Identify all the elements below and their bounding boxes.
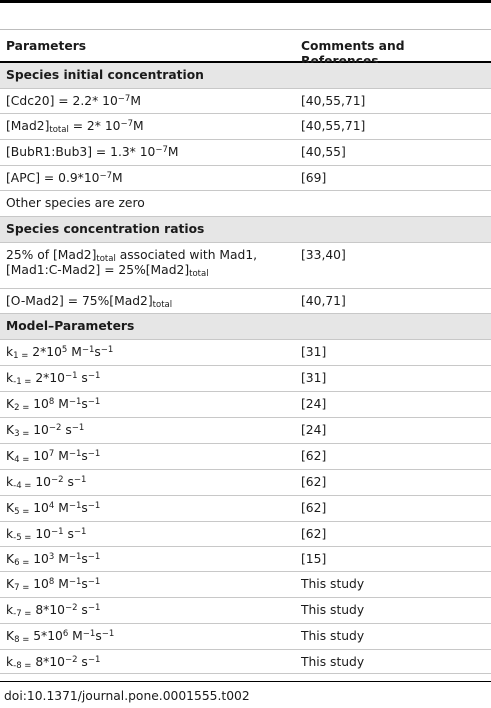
section-title: Species concentration ratios [6,222,205,236]
table-row: k-1 = 2*10−1 s−1 [31] [0,366,491,392]
parameter-cell: k-4 = 10−2 s−1 [6,475,87,491]
table-row: [APC] = 0.9*10−7M [69] [0,166,491,191]
section-row-concentration-ratios: Species concentration ratios [0,217,491,243]
parameter-cell: K7 = 108 M−1s−1 [6,577,101,593]
parameter-cell: k-8 = 8*10−2 s−1 [6,655,101,671]
section-title: Model–Parameters [6,319,135,333]
parameter-cell: [BubR1:Bub3] = 1.3* 10−7M [6,145,179,159]
parameter-cell: K6 = 103 M−1s−1 [6,552,101,568]
section-title: Species initial concentration [6,68,204,82]
top-rule [0,0,491,3]
reference-cell: [40,55] [301,145,346,159]
parameter-cell: Other species are zero [6,196,145,210]
parameter-cell: k-7 = 8*10−2 s−1 [6,603,101,619]
section-row-model-parameters: Model–Parameters [0,314,491,340]
table-row: k-4 = 10−2 s−1 [62] [0,470,491,496]
reference-cell: This study [301,655,365,669]
parameter-cell: K5 = 104 M−1s−1 [6,501,101,517]
reference-cell: [69] [301,171,327,185]
reference-cell: [40,71] [301,294,346,308]
reference-cell: [31] [301,371,327,385]
table-row: k-5 = 10−1 s−1 [62] [0,522,491,547]
reference-cell: [62] [301,527,327,541]
table-row: Other species are zero [0,191,491,217]
column-header-parameters: Parameters [6,39,87,53]
reference-cell: This study [301,629,365,643]
table-row: K5 = 104 M−1s−1 [62] [0,496,491,522]
table-row: K3 = 10−2 s−1 [24] [0,418,491,444]
table-row: K7 = 108 M−1s−1 This study [0,572,491,598]
caption-band [0,3,491,30]
table-row: k1 = 2*105 M−1s−1 [31] [0,340,491,366]
table-row: [O-Mad2] = 75%[Mad2]total [40,71] [0,289,491,314]
reference-cell: [15] [301,552,327,566]
reference-cell: [40,55,71] [301,119,366,133]
reference-cell: This study [301,603,365,617]
reference-cell: [24] [301,423,327,437]
parameter-cell: K8 = 5*106 M−1s−1 [6,629,115,645]
reference-cell: [40,55,71] [301,94,366,108]
parameter-cell: K3 = 10−2 s−1 [6,423,85,439]
doi-footnote: doi:10.1371/journal.pone.0001555.t002 [4,689,250,703]
reference-cell: [33,40] [301,248,346,262]
table-header: Parameters Comments and References [0,30,491,68]
section-row-initial-concentration: Species initial concentration [0,63,491,89]
parameter-cell: [Mad2]total = 2* 10−7M [6,119,144,135]
table-row: K6 = 103 M−1s−1 [15] [0,547,491,572]
table-row: [BubR1:Bub3] = 1.3* 10−7M [40,55] [0,140,491,166]
table-row: 25% of [Mad2]total associated with Mad1,… [0,243,491,289]
table-row: [Mad2]total = 2* 10−7M [40,55,71] [0,114,491,140]
reference-cell: [62] [301,501,327,515]
parameter-cell: K2 = 108 M−1s−1 [6,397,101,413]
table-row: k-7 = 8*10−2 s−1 This study [0,598,491,624]
parameters-table: Parameters Comments and References Speci… [0,30,491,674]
table-row: K2 = 108 M−1s−1 [24] [0,392,491,418]
parameter-cell: K4 = 107 M−1s−1 [6,449,101,465]
table-row: k-8 = 8*10−2 s−1 This study [0,650,491,674]
reference-cell: [62] [301,449,327,463]
table-row: [Cdc20] = 2.2* 10−7M [40,55,71] [0,89,491,114]
parameter-cell: k-1 = 2*10−1 s−1 [6,371,101,387]
parameter-cell: [O-Mad2] = 75%[Mad2]total [6,294,173,310]
parameter-cell: 25% of [Mad2]total associated with Mad1,… [6,248,258,279]
bottom-rule [0,681,491,682]
parameter-cell: [Cdc20] = 2.2* 10−7M [6,94,141,108]
table-row: K8 = 5*106 M−1s−1 This study [0,624,491,650]
table-row: K4 = 107 M−1s−1 [62] [0,444,491,470]
reference-cell: [24] [301,397,327,411]
parameter-cell: k-5 = 10−1 s−1 [6,527,87,543]
reference-cell: [31] [301,345,327,359]
reference-cell: This study [301,577,365,591]
parameter-cell: k1 = 2*105 M−1s−1 [6,345,114,361]
reference-cell: [62] [301,475,327,489]
parameter-cell: [APC] = 0.9*10−7M [6,171,123,185]
